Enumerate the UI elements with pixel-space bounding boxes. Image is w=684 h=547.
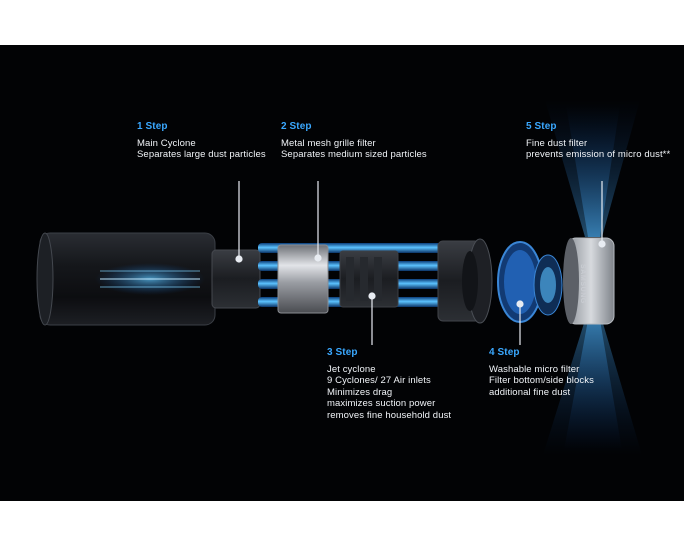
step-1-callout: 1 Step Main Cyclone Separates large dust… xyxy=(137,121,266,161)
step-2-callout: 2 Step Metal mesh grille filter Separate… xyxy=(281,121,427,161)
step-1-line-2: Separates large dust particles xyxy=(137,149,266,160)
step-3-callout: 3 Step Jet cyclone 9 Cyclones/ 27 Air in… xyxy=(327,347,451,421)
step-5-line-2: prevents emission of micro dust** xyxy=(526,149,671,160)
step-5-callout: 5 Step Fine dust filter prevents emissio… xyxy=(526,121,670,161)
step-3-line-1: Jet cyclone xyxy=(327,363,376,375)
exhaust-airflow-beams xyxy=(543,100,642,455)
step-1-line-1: Main Cyclone xyxy=(137,137,196,149)
step-3-line-4: maximizes suction power xyxy=(327,398,436,409)
step-4-line-1: Washable micro filter xyxy=(489,363,580,375)
step-1-label: 1 Step xyxy=(137,121,168,132)
fine-dust-filter-cap xyxy=(563,237,615,325)
step-2-line-1: Metal mesh grille filter xyxy=(281,137,376,149)
step-4-label: 4 Step xyxy=(489,347,520,358)
step-5-label: 5 Step xyxy=(526,121,557,132)
step-4-line-2: Filter bottom/side blocks xyxy=(489,375,594,386)
rear-housing xyxy=(437,238,493,324)
step-4-line-3: additional fine dust xyxy=(489,386,571,398)
callout-leader-lines xyxy=(235,181,606,345)
step-3-line-5: removes fine household dust xyxy=(327,409,452,421)
step-3-label: 3 Step xyxy=(327,347,358,358)
step-3-line-3: Minimizes drag xyxy=(327,386,393,398)
main-cyclone-canister xyxy=(36,232,216,326)
washable-micro-filter xyxy=(497,241,563,323)
step-4-callout: 4 Step Washable micro filter Filter bott… xyxy=(489,347,594,398)
samsung-logo: SAMSUNG xyxy=(579,264,586,304)
metal-mesh-grille-filter xyxy=(277,244,329,314)
jet-cyclone-block xyxy=(339,250,399,308)
step-2-label: 2 Step xyxy=(281,121,312,132)
step-3-line-2: 9 Cyclones/ 27 Air inlets xyxy=(327,375,431,386)
step-5-line-1: Fine dust filter xyxy=(526,137,588,149)
vacuum-exploded-illustration xyxy=(36,100,642,455)
cyclone-connector xyxy=(211,249,261,309)
step-2-line-2: Separates medium sized particles xyxy=(281,149,427,160)
illustration-frame: SAMSUNG 1 Step Main Cyclone Separates la… xyxy=(0,45,684,501)
